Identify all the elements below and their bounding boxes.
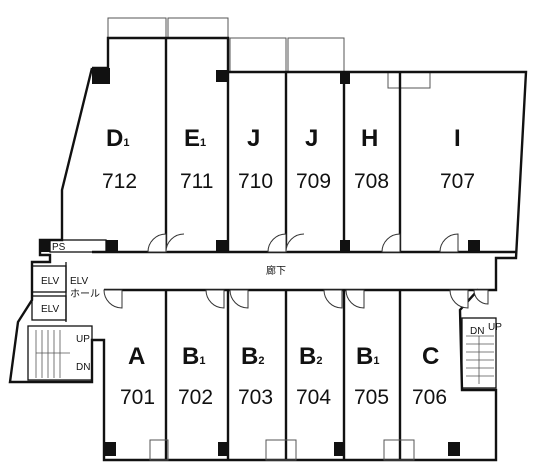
unit-711-type: E1 bbox=[184, 125, 206, 152]
unit-709-number: 709 bbox=[296, 170, 331, 193]
unit-712-sub: 1 bbox=[123, 137, 129, 149]
unit-708: H 708 bbox=[354, 125, 389, 193]
ps-shaft bbox=[49, 239, 107, 253]
unit-709: J 709 bbox=[296, 125, 331, 193]
elevator-shafts bbox=[31, 262, 67, 322]
unit-705-number: 705 bbox=[354, 386, 389, 409]
unit-711-letter: E bbox=[184, 125, 200, 152]
unit-701-number: 701 bbox=[120, 386, 155, 409]
unit-711-sub: 1 bbox=[200, 137, 206, 149]
unit-710-letter: J bbox=[247, 125, 260, 152]
left-stair-up-label: UP bbox=[76, 334, 90, 345]
bottom-windows bbox=[149, 439, 415, 461]
unit-712-type: D1 bbox=[106, 125, 129, 152]
bottom-doors bbox=[103, 289, 489, 309]
unit-707-letter: I bbox=[454, 125, 461, 152]
unit-711: E1 711 bbox=[180, 125, 213, 193]
unit-705-sub: 1 bbox=[373, 355, 379, 367]
unit-701-type: A bbox=[128, 343, 145, 370]
elv-hall-label-line1: ELV bbox=[70, 276, 88, 287]
left-stair-dn-label: DN bbox=[76, 362, 90, 373]
unit-712: D1 712 bbox=[102, 125, 137, 193]
unit-702: B1 702 bbox=[178, 343, 213, 409]
unit-711-number: 711 bbox=[180, 170, 213, 193]
building-outline bbox=[8, 36, 528, 462]
unit-702-sub: 1 bbox=[199, 355, 205, 367]
elv-hall-label-line2: ホール bbox=[70, 288, 100, 300]
unit-704-sub: 2 bbox=[316, 355, 322, 367]
unit-701-letter: A bbox=[128, 343, 145, 370]
corridor-label: 廊下 bbox=[266, 264, 286, 277]
unit-708-type: H bbox=[361, 125, 378, 152]
unit-708-number: 708 bbox=[354, 170, 389, 193]
unit-707-type: I bbox=[454, 125, 461, 152]
unit-709-letter: J bbox=[305, 125, 318, 152]
elv-label-2: ELV bbox=[41, 304, 59, 315]
unit-709-type: J bbox=[305, 125, 318, 152]
left-stair bbox=[27, 325, 93, 381]
unit-706-number: 706 bbox=[412, 386, 447, 409]
top-doors bbox=[147, 233, 459, 253]
unit-703-number: 703 bbox=[238, 386, 273, 409]
unit-710: J 710 bbox=[238, 125, 273, 193]
right-stair bbox=[461, 317, 497, 389]
unit-704: B2 704 bbox=[296, 343, 331, 409]
unit-704-type: B2 bbox=[299, 343, 322, 370]
unit-707-number: 707 bbox=[440, 170, 475, 193]
unit-712-letter: D bbox=[106, 125, 123, 152]
unit-706: C 706 bbox=[412, 343, 447, 409]
unit-705: B1 705 bbox=[354, 343, 389, 409]
unit-704-number: 704 bbox=[296, 386, 331, 409]
unit-703-sub: 2 bbox=[258, 355, 264, 367]
unit-702-letter: B bbox=[182, 343, 199, 370]
unit-702-number: 702 bbox=[178, 386, 213, 409]
unit-703-type: B2 bbox=[241, 343, 264, 370]
unit-707: I 707 bbox=[440, 125, 475, 193]
unit-702-type: B1 bbox=[182, 343, 205, 370]
unit-705-type: B1 bbox=[356, 343, 379, 370]
right-stair-dn-label: DN bbox=[470, 326, 484, 337]
unit-712-number: 712 bbox=[102, 170, 137, 193]
unit-705-letter: B bbox=[356, 343, 373, 370]
unit-703: B2 703 bbox=[238, 343, 273, 409]
top-partitions bbox=[92, 38, 516, 254]
unit-701: A 701 bbox=[120, 343, 155, 409]
top-balconies bbox=[107, 17, 431, 89]
ps-label: PS bbox=[52, 242, 66, 253]
unit-706-letter: C bbox=[422, 343, 439, 370]
unit-704-letter: B bbox=[299, 343, 316, 370]
unit-708-letter: H bbox=[361, 125, 378, 152]
pillars bbox=[40, 68, 480, 456]
elv-label-1: ELV bbox=[41, 276, 59, 287]
right-stair-up-label: UP bbox=[488, 322, 502, 333]
unit-710-number: 710 bbox=[238, 170, 273, 193]
unit-706-type: C bbox=[422, 343, 439, 370]
unit-710-type: J bbox=[247, 125, 260, 152]
unit-703-letter: B bbox=[241, 343, 258, 370]
bottom-partitions bbox=[104, 288, 478, 460]
